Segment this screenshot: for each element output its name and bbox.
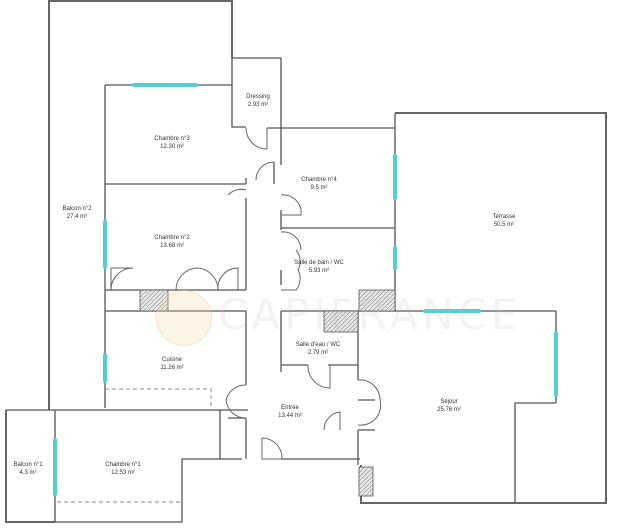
room-area: 5.93 m² — [308, 268, 330, 274]
room-area: 13.44 m² — [278, 413, 302, 419]
room-name: Entrée — [281, 405, 299, 411]
room-label-chambre-1: Chambre n°1 12.53 m² — [105, 461, 140, 477]
room-name: Salle de bain / WC — [294, 260, 344, 266]
room-area: 11.26 m² — [160, 365, 184, 371]
room-name: Chambre n°3 — [154, 136, 190, 142]
room-area: 2.79 m² — [307, 350, 329, 356]
room-label-chambre-4: Chambre n°4 9.5 m² — [301, 176, 336, 192]
room-area: 25.76 m² — [437, 407, 461, 413]
room-name: Chambre n°4 — [301, 177, 337, 183]
room-label-balcon-1: Balcon n°1 4.3 m² — [13, 461, 42, 477]
room-name: Séjour — [440, 399, 458, 405]
room-label-entree: Entrée 13.44 m² — [278, 404, 302, 420]
room-area: 12.30 m² — [160, 144, 184, 150]
room-area: 2.93 m² — [247, 102, 269, 108]
room-name: Balcon n°1 — [13, 462, 43, 468]
watermark-logo-icon — [156, 290, 212, 346]
room-label-chambre-3: Chambre n°3 12.30 m² — [154, 135, 189, 151]
doors — [110, 127, 382, 460]
room-name: Salle d'eau / WC — [295, 342, 341, 348]
room-label-balcon-2: Balcon n°2 27.4 m² — [62, 205, 91, 221]
room-name: Balcon n°2 — [62, 206, 92, 212]
room-name: Chambre n°2 — [154, 235, 190, 241]
room-name: Terrasse — [492, 214, 516, 220]
dashed-lines — [57, 388, 212, 503]
room-label-sejour: Séjour 25.76 m² — [437, 398, 461, 414]
room-label-terrasse: Terrasse 50.5 m² — [492, 213, 515, 229]
watermark-text: CAPIFRANCE — [218, 290, 522, 339]
room-area: 13.68 m² — [160, 243, 184, 249]
room-area: 27.4 m² — [66, 214, 88, 220]
room-area: 9.5 m² — [310, 185, 328, 191]
room-label-salle-eau: Salle d'eau / WC 2.79 m² — [296, 341, 341, 357]
room-name: Chambre n°1 — [105, 462, 141, 468]
room-name: Cuisine — [161, 357, 183, 363]
room-area: 4.3 m² — [19, 470, 37, 476]
room-name: Dressing — [246, 94, 270, 100]
windows — [53, 83, 558, 496]
room-label-salle-de-bain: Salle de bain / WC 5.93 m² — [294, 259, 344, 275]
room-area: 12.53 m² — [111, 470, 135, 476]
room-label-cuisine: Cuisine 11.26 m² — [160, 356, 183, 372]
room-label-chambre-2: Chambre n°2 13.68 m² — [154, 234, 189, 250]
room-area: 50.5 m² — [493, 222, 515, 228]
room-label-dressing: Dressing 2.93 m² — [246, 93, 270, 109]
